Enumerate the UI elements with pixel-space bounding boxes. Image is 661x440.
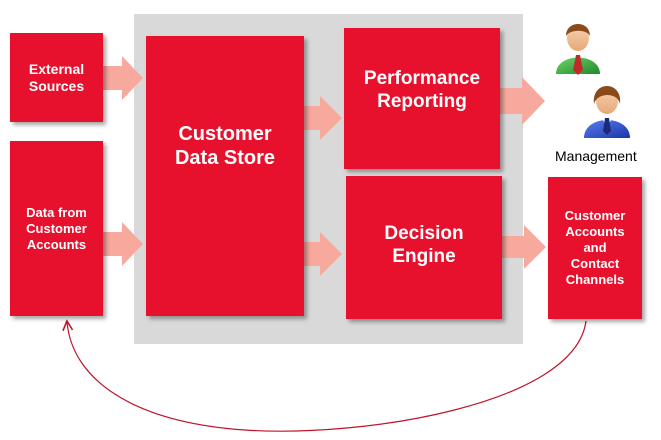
contact-channels-label: Customer Accounts and Contact Channels [564, 208, 626, 287]
arrow-external-to-store [103, 56, 143, 100]
arrow-store-to-decision [304, 232, 342, 276]
performance-reporting-box: Performance Reporting [344, 28, 500, 169]
customer-accounts-data-box: Data from Customer Accounts [10, 141, 103, 316]
arrow-reporting-to-management [500, 77, 545, 125]
performance-reporting-label: Performance Reporting [363, 67, 481, 112]
manager-person-green-tie-icon [556, 24, 600, 75]
customer-accounts-data-label: Data from Customer Accounts [26, 204, 87, 252]
contact-channels-box: Customer Accounts and Contact Channels [548, 177, 642, 319]
decision-engine-label: Decision Engine [384, 222, 464, 267]
decision-engine-box: Decision Engine [346, 176, 502, 319]
external-sources-box: External Sources [10, 33, 103, 122]
arrow-accounts-to-store [103, 222, 143, 266]
manager-person-blue-suit-icon [584, 86, 630, 138]
customer-data-store-box: Customer Data Store [146, 36, 304, 316]
arrow-decision-to-channels [502, 225, 546, 269]
arrow-store-to-reporting [304, 96, 342, 140]
customer-data-store-label: Customer Data Store [174, 123, 276, 169]
management-label: Management [555, 148, 637, 164]
feedback-loop-arrow [67, 321, 587, 432]
external-sources-label: External Sources [28, 60, 85, 94]
